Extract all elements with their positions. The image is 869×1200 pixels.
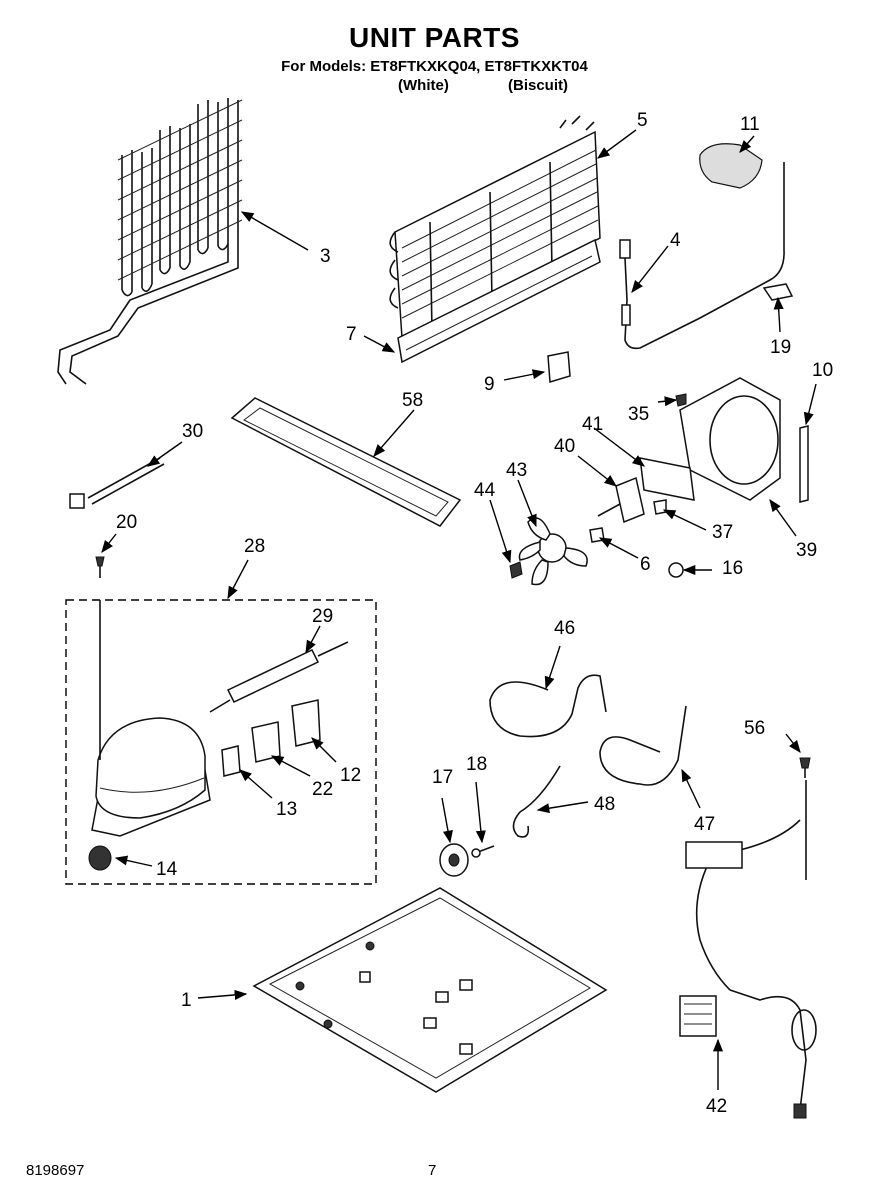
callout-6: 6 <box>640 554 651 575</box>
screw-part-37 <box>653 499 667 515</box>
callout-44: 44 <box>474 480 496 501</box>
callout-28: 28 <box>244 536 265 557</box>
models-subtitle: For Models: ET8FTKXKQ04, ET8FTKXKT04 <box>281 58 588 75</box>
clip-part-16 <box>668 562 684 578</box>
callout-18: 18 <box>466 754 487 775</box>
callout-39: 39 <box>796 540 817 561</box>
callout-12: 12 <box>340 765 361 786</box>
callout-7: 7 <box>346 324 357 345</box>
callout-labels: 1 3 4 5 6 7 9 10 11 12 13 14 16 17 18 19… <box>116 110 833 1117</box>
drier-part <box>209 641 349 713</box>
document-number: 8198697 <box>26 1162 85 1179</box>
fan-motor-part <box>597 476 645 524</box>
page-number: 7 <box>428 1162 437 1179</box>
tube-part-47 <box>599 705 687 786</box>
page-title: UNIT PARTS <box>349 22 520 53</box>
screw-part-56 <box>799 757 811 778</box>
clip-part <box>547 351 571 383</box>
tube-part-46 <box>489 674 607 738</box>
variant-white-label: (White) <box>398 77 449 94</box>
axle-screw-part <box>471 845 495 858</box>
base-plate-part <box>252 887 608 1093</box>
compressor-kit-box <box>65 599 377 885</box>
callout-9: 9 <box>484 374 495 395</box>
wire-harness-part <box>679 780 817 1119</box>
fan-shroud-part <box>679 377 781 501</box>
condenser-coil-part <box>57 98 243 385</box>
defrost-sensor-part <box>619 162 794 350</box>
tube-part-48 <box>512 765 561 838</box>
callout-22: 22 <box>312 779 333 800</box>
callout-30: 30 <box>182 421 203 442</box>
callout-43: 43 <box>506 460 527 481</box>
callout-11: 11 <box>740 114 760 135</box>
callout-1: 1 <box>181 990 192 1011</box>
cover-part <box>699 143 763 189</box>
callout-42: 42 <box>706 1096 727 1117</box>
callout-29: 29 <box>312 606 333 627</box>
drain-pan-part <box>230 397 462 527</box>
callout-48: 48 <box>594 794 615 815</box>
callout-58: 58 <box>402 390 423 411</box>
screw-part-20 <box>95 556 105 578</box>
callout-16: 16 <box>722 558 743 579</box>
callout-17: 17 <box>432 767 453 788</box>
callout-5: 5 <box>637 110 648 131</box>
terminal-part <box>221 745 241 777</box>
overload-part <box>291 699 321 747</box>
motor-bracket-part <box>639 457 695 501</box>
roller-part <box>439 843 469 877</box>
callout-46: 46 <box>554 618 575 639</box>
screw-part-35 <box>675 393 687 407</box>
callout-13: 13 <box>276 799 297 820</box>
callout-3: 3 <box>320 246 331 267</box>
callout-35: 35 <box>628 404 649 425</box>
callout-56: 56 <box>744 718 765 739</box>
callout-37: 37 <box>712 522 733 543</box>
fan-blade-part <box>518 517 588 586</box>
callout-20: 20 <box>116 512 137 533</box>
callout-19: 19 <box>770 337 791 358</box>
relay-part <box>251 721 281 763</box>
variant-biscuit-label: (Biscuit) <box>508 77 568 94</box>
compressor-part <box>91 600 211 837</box>
screw-part-6 <box>589 527 605 543</box>
callout-4: 4 <box>670 230 681 251</box>
drain-trough-part <box>397 238 601 364</box>
callout-10: 10 <box>812 360 833 381</box>
leader-lines <box>101 129 817 1090</box>
gasket-strip-part <box>799 425 809 503</box>
grommet-part <box>88 845 112 871</box>
callout-14: 14 <box>156 859 178 880</box>
washer-part <box>509 561 523 579</box>
evaporator-part <box>389 115 601 340</box>
callout-47: 47 <box>694 814 715 835</box>
callout-41: 41 <box>582 414 603 435</box>
callout-40: 40 <box>554 436 575 457</box>
